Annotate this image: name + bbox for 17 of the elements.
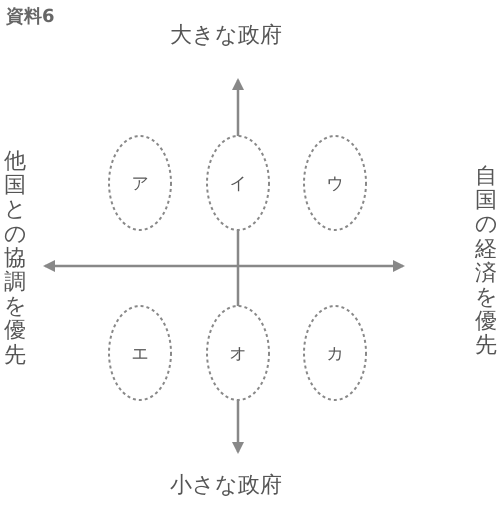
vertical-axis-label: 他国との協調を優先 <box>4 150 26 368</box>
vertical-axis-label: 自国の経済を優先 <box>475 165 497 358</box>
dotted-ellipse <box>303 305 367 401</box>
dotted-ellipse <box>108 305 172 401</box>
axis-label: 大きな政府 <box>170 22 282 50</box>
ellipse-label: ウ <box>326 172 344 194</box>
dotted-ellipse <box>206 135 270 231</box>
dotted-ellipse <box>206 305 270 401</box>
dotted-ellipse <box>303 135 367 231</box>
ellipse-label: ア <box>132 172 148 194</box>
title: 資料6 <box>6 5 55 28</box>
dotted-ellipse <box>108 135 172 231</box>
ellipse-label: エ <box>132 342 148 364</box>
axis-label: 小さな政府 <box>170 472 282 500</box>
ellipse-label: イ <box>230 172 246 194</box>
ellipse-label: カ <box>326 342 344 364</box>
ellipse-label: オ <box>230 342 246 364</box>
